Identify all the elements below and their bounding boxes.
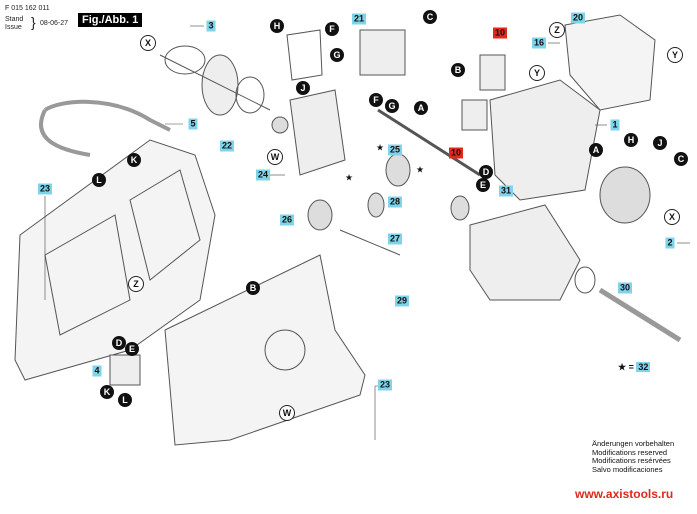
connector-k-cable: K <box>127 153 141 167</box>
part-label-30: 30 <box>617 282 633 294</box>
brace: } <box>31 14 36 30</box>
note-es: Salvo modificaciones <box>592 464 663 474</box>
connector-e-switch: E <box>125 342 139 356</box>
star-marker: ★ <box>415 164 425 175</box>
connector-g: G <box>330 48 344 62</box>
star-legend: ★ = 32 <box>618 362 651 373</box>
part-label-1: 1 <box>610 119 620 131</box>
part-label-25: 25 <box>387 144 403 156</box>
switch-box-drawing <box>286 29 323 81</box>
part-label-16: 16 <box>531 37 547 49</box>
connector-k-switch: K <box>100 385 114 399</box>
connector-a: A <box>414 101 428 115</box>
part-label-28: 28 <box>387 196 403 208</box>
connector-h-field: H <box>624 133 638 147</box>
connector-g-shaft: G <box>385 99 399 113</box>
electronic-module-drawing <box>359 29 406 76</box>
connector-f: F <box>325 22 339 36</box>
connector-a-field: A <box>589 143 603 157</box>
motor-housing-drawing <box>489 79 601 201</box>
stand-label: Stand <box>5 16 24 23</box>
issue-date: 08-06-27 <box>40 20 69 27</box>
part-label-26: 26 <box>279 214 295 226</box>
gears-drawing <box>307 153 470 256</box>
part-label-4: 4 <box>92 365 102 377</box>
connector-l-cable: L <box>92 173 106 187</box>
connector-h: H <box>270 19 284 33</box>
connector-b-lower: B <box>246 281 260 295</box>
bearing-plate-drawing <box>289 89 346 176</box>
field-coil-drawing <box>599 166 651 224</box>
reference-y-housing: Y <box>529 65 545 81</box>
shaft-drawing <box>377 108 481 177</box>
connector-d-switch: D <box>112 336 126 350</box>
connector-j: J <box>296 81 310 95</box>
part-label-10-mid: 10 <box>448 147 464 159</box>
modifications-note: Änderungen vorbehalten Modifications res… <box>592 439 675 474</box>
part-label-29: 29 <box>394 295 410 307</box>
star-legend-equals: = <box>628 362 634 372</box>
connector-f-shaft: F <box>369 93 383 107</box>
note-de: Änderungen vorbehalten <box>592 439 675 448</box>
reference-w-housing: W <box>279 405 295 421</box>
connector-l-switch: L <box>118 393 132 407</box>
gear-housing-drawing <box>469 204 581 301</box>
connector-c-field: C <box>674 152 688 166</box>
connector-c: C <box>423 10 437 24</box>
connector-d: D <box>479 165 493 179</box>
power-cable-drawing <box>39 99 171 157</box>
note-en: Modifications reserved <box>592 447 668 457</box>
reference-w-plate: W <box>267 149 283 165</box>
reference-z-cover: Z <box>549 22 565 38</box>
armature-drawing <box>159 45 289 134</box>
part-label-22: 22 <box>219 140 235 152</box>
reference-y-cover: Y <box>667 47 683 63</box>
switch-drawing <box>109 354 141 386</box>
note-fr: Modifications resérvées <box>592 456 671 465</box>
part-label-24: 24 <box>255 169 271 181</box>
brush-holder-drawing <box>479 54 506 91</box>
part-label-31: 31 <box>498 185 514 197</box>
left-housing-drawing <box>14 139 216 381</box>
spindle-drawing <box>598 287 682 343</box>
part-label-2: 2 <box>665 237 675 249</box>
issue-label: Issue <box>5 24 22 31</box>
part-label-23-left: 23 <box>37 183 53 195</box>
star-marker: ★ <box>344 172 354 183</box>
star-legend-symbol: ★ <box>618 362 627 372</box>
reference-x-armature: X <box>140 35 156 51</box>
part-label-3: 3 <box>206 20 216 32</box>
part-label-32: 32 <box>636 362 651 372</box>
connector-j-field: J <box>653 136 667 150</box>
figure-label: Fig./Abb. 1 <box>78 13 143 27</box>
doc-number: F 015 162 011 <box>5 5 50 12</box>
part-label-5: 5 <box>188 118 198 130</box>
part-label-21: 21 <box>351 13 367 25</box>
part-label-10-top: 10 <box>492 27 508 39</box>
connector-e: E <box>476 178 490 192</box>
part-label-27: 27 <box>387 233 403 245</box>
star-marker: ★ <box>375 142 385 153</box>
part-label-20: 20 <box>570 12 586 24</box>
connector-b: B <box>451 63 465 77</box>
website-link[interactable]: www.axistools.ru <box>575 487 674 501</box>
rear-cover-drawing <box>564 14 656 111</box>
reference-x-field: X <box>664 209 680 225</box>
reference-z-housing: Z <box>128 276 144 292</box>
part-label-23-right: 23 <box>377 379 393 391</box>
